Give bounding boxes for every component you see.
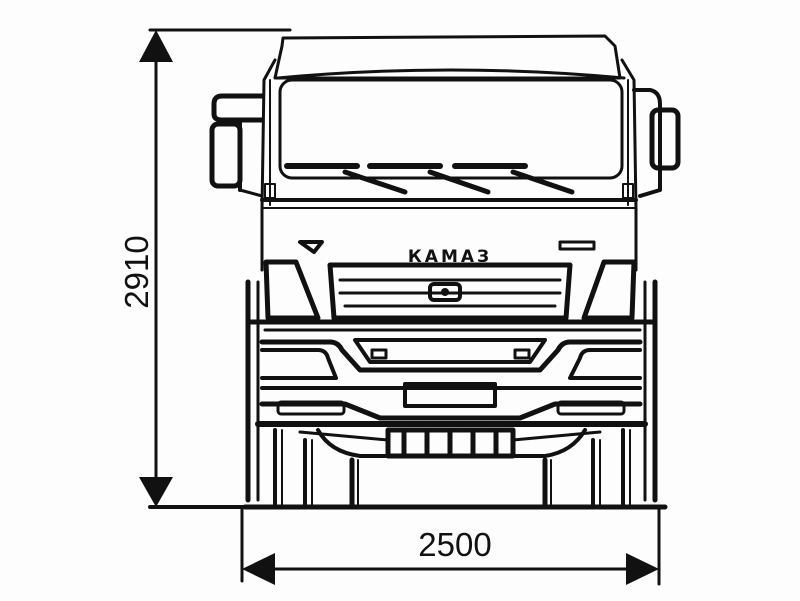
width-value: 2500 [418,526,491,563]
brand-logo: КАМАЗ [408,247,492,267]
arrow-up-icon [139,30,173,62]
underbody [298,427,602,459]
plate-area [403,382,497,408]
bumper [259,339,643,373]
right-headlight [581,259,637,321]
arrow-left-icon [242,553,275,585]
width-dimension: 2500 [240,504,668,586]
left-headlight [263,259,321,321]
truck-cab: КАМАЗ [209,34,681,508]
marker-icon [298,240,324,254]
left-mirror [209,93,265,198]
panel-plate [558,240,596,251]
arrow-down-icon [139,477,173,507]
height-value: 2910 [118,235,155,308]
wheels [273,428,631,508]
arrow-right-icon [626,553,659,585]
right-fog-light [568,348,642,380]
height-dimension: 2910 [118,28,292,509]
left-fog-light [260,348,338,380]
grille [327,262,573,321]
right-mirror [632,88,681,198]
wipers [284,163,575,195]
